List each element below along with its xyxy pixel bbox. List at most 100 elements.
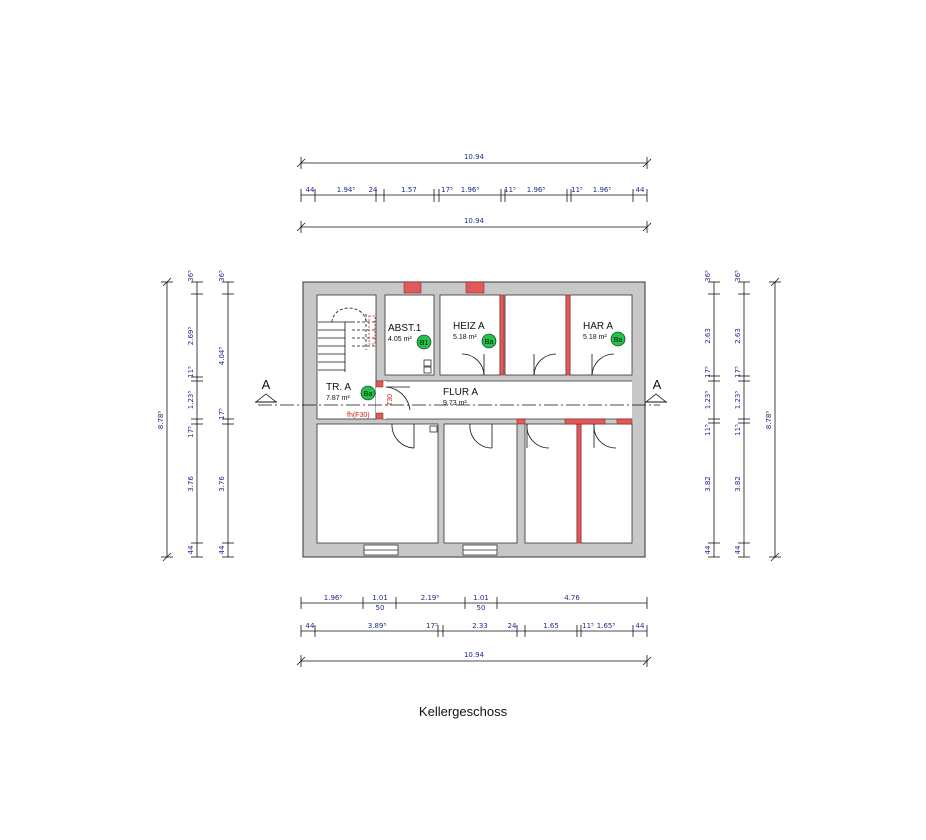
tag-circle — [416, 334, 432, 350]
dim-label: 17⁵ — [734, 366, 742, 378]
dim-label: 1.96⁵ — [324, 594, 343, 602]
tag-circle — [360, 385, 376, 401]
dim-label: 36⁵ — [734, 270, 742, 282]
room-lower-right-b — [580, 423, 633, 544]
dim-label: 4.04⁵ — [218, 347, 226, 366]
doors — [385, 353, 617, 449]
left-inner-labels: 36⁵ 4.04⁵ 17⁵ 3.76 44 — [218, 270, 226, 555]
dim-label: 44 — [306, 186, 315, 194]
tag-circle — [610, 331, 626, 347]
room-area: 5.18 m² — [453, 334, 477, 341]
top-dimension-chain — [296, 157, 652, 233]
bottom-row2-labels: 44 3.89⁵ 17⁵ 2.33 24 1.65 11⁵ 1.65⁵ 44 — [306, 622, 645, 630]
dim-label: 50 — [376, 604, 385, 612]
dim-label: 17⁵ — [704, 366, 712, 378]
corridor — [376, 381, 632, 419]
dim-label: 1.23⁵ — [734, 391, 742, 410]
dim-label: 1.65⁵ — [597, 622, 616, 630]
dim-label: 2.33 — [472, 622, 488, 630]
tag-text: B1 — [420, 340, 429, 347]
dim-label: 2.19⁵ — [421, 594, 440, 602]
dim-label: 1.65 — [543, 622, 559, 630]
left-dimension-chain — [161, 277, 234, 562]
dim-label: 3.76 — [218, 476, 226, 492]
room-name: TR. A — [326, 382, 351, 393]
stair-red-marker — [368, 315, 376, 345]
dim-label: 3.89⁵ — [368, 622, 387, 630]
fire-walls — [375, 281, 633, 544]
dim-label: 17⁵ — [426, 622, 438, 630]
dim-label: 4.76 — [564, 594, 580, 602]
door-rating-mark: T30 — [387, 394, 394, 406]
room-name: HAR A — [583, 321, 613, 332]
dim-label: 11⁵ — [504, 186, 516, 194]
bottom-row1-labels: 1.96⁵ 1.01 2.19⁵ 1.01 4.76 50 50 — [324, 594, 581, 612]
room-area: 9.73 m² — [443, 400, 467, 407]
dim-label: 17⁵ — [187, 426, 195, 438]
room-labels: ABST.1 4.05 m² HEIZ A 5.18 m² HAR A 5.18… — [326, 321, 613, 407]
dim-label: 1.94⁵ — [337, 186, 356, 194]
dim-label: 1.96⁵ — [527, 186, 546, 194]
section-label-left: A — [262, 377, 271, 392]
dim-label: 11⁵ — [571, 186, 583, 194]
room-name: HEIZ A — [453, 321, 485, 332]
dim-label: 1.96⁵ — [593, 186, 612, 194]
dim-label: 17⁵ — [218, 408, 226, 420]
room-lower-right-a — [524, 423, 578, 544]
tag-text: Ba — [485, 339, 494, 346]
dim-label: 11⁵ — [187, 366, 195, 378]
dim-label: 44 — [734, 545, 742, 554]
dim-label: 24 — [369, 186, 378, 194]
dim-label: 44 — [636, 622, 645, 630]
room-middle-upper — [504, 294, 567, 376]
bottom-overall-dimension: 10.94 — [464, 651, 485, 659]
dim-label: 1.96⁵ — [461, 186, 480, 194]
room-tags: B1 Ba Ba Ba — [360, 331, 626, 401]
dim-label: 2.69⁵ — [187, 327, 195, 346]
dim-label: 36⁵ — [704, 270, 712, 282]
room-name: ABST.1 — [388, 323, 422, 334]
right-inner-labels: 36⁵ 2.63 17⁵ 1.23⁵ 11⁵ 3.82 44 — [704, 270, 712, 555]
dim-label: 1.57 — [401, 186, 417, 194]
bottom-dimension-chain — [296, 597, 652, 667]
dim-label: 11⁵ — [734, 424, 742, 436]
top-segment-labels: 44 1.94⁵ 24 1.57 17⁵ 1.96⁵ 11⁵ 1.96⁵ 11⁵… — [306, 186, 645, 194]
dim-label: 1.23⁵ — [187, 391, 195, 410]
staircase — [318, 307, 376, 372]
dim-label: 44 — [187, 545, 195, 554]
left-overall-dimension: 8.78⁵ — [157, 411, 165, 430]
dim-label: 44 — [306, 622, 315, 630]
dim-label: 11⁵ — [704, 424, 712, 436]
shaft-boxes — [423, 359, 438, 433]
room-area: 7.87 m² — [326, 395, 350, 402]
dim-label: 11⁵ — [582, 622, 594, 630]
tag-circle — [481, 333, 497, 349]
dim-label: 44 — [636, 186, 645, 194]
tag-text: Ba — [614, 337, 623, 344]
dim-label: 36⁵ — [187, 270, 195, 282]
room-area: 5.18 m² — [583, 334, 607, 341]
top-overall-dimension: 10.94 — [464, 153, 485, 161]
section-line — [254, 393, 668, 406]
dim-label: 2.63 — [734, 328, 742, 344]
dim-label: 1.01 — [372, 594, 388, 602]
left-outer-labels: 36⁵ 2.69⁵ 11⁵ 1.23⁵ 17⁵ 3.76 44 — [187, 270, 195, 555]
dim-label: 2.63 — [704, 328, 712, 344]
dim-label: 1.01 — [473, 594, 489, 602]
right-overall-dimension: 8.78⁵ — [765, 411, 773, 430]
right-dimension-chain — [708, 277, 781, 562]
dim-label: 3.82 — [704, 476, 712, 492]
plan-caption: Kellergeschoss — [418, 704, 508, 719]
dim-label: 1.23⁵ — [704, 391, 712, 410]
room-lower-mid — [443, 423, 518, 544]
dim-label: 44 — [218, 545, 226, 554]
windows — [363, 544, 498, 556]
dim-label: 36⁵ — [218, 270, 226, 282]
room-lower-left — [316, 423, 439, 544]
tag-text: Ba — [364, 391, 373, 398]
fire-door-label: fh(F30) — [347, 412, 370, 419]
room-area: 4.05 m² — [388, 336, 412, 343]
dim-label: 44 — [704, 545, 712, 554]
right-outer-labels: 36⁵ 2.63 17⁵ 1.23⁵ 11⁵ 3.82 44 — [734, 270, 742, 555]
